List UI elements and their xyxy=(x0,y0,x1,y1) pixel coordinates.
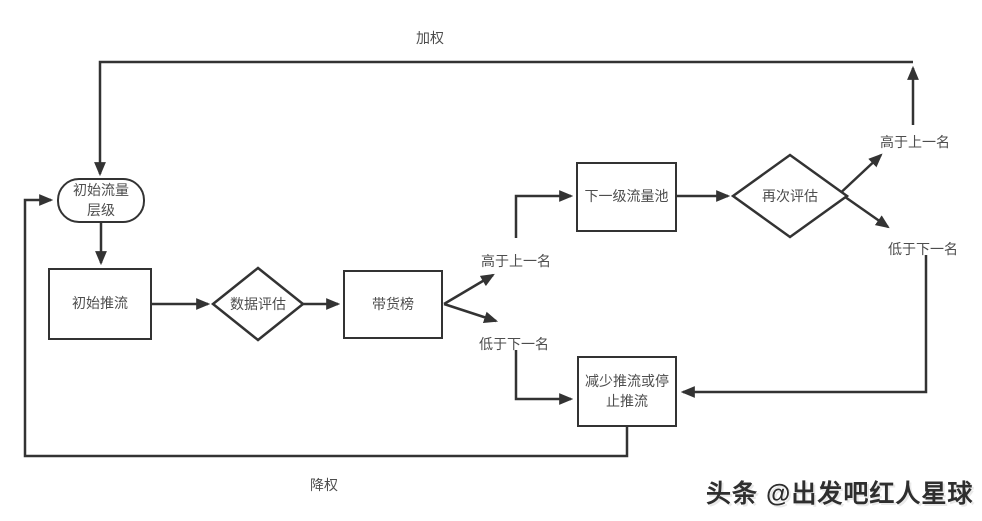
edge-label-rank-higher-left: 高于上一名 xyxy=(481,253,551,269)
edge-lowerleft-to-reduce xyxy=(514,350,574,405)
edge-salesrank-higher xyxy=(443,273,495,306)
node-next-level-pool-label: 下一级流量池 xyxy=(584,188,669,205)
edge-label-rank-lower-left: 低于下一名 xyxy=(479,336,549,352)
edge-label-weight-up: 加权 xyxy=(416,30,444,46)
node-re-eval-diamond-shape xyxy=(730,153,850,239)
node-reduce-or-stop-push: 减少推流或停 止推流 xyxy=(577,356,677,427)
node-initial-traffic-pool: 初始流量 层级 xyxy=(57,178,145,223)
node-sales-leaderboard: 带货榜 xyxy=(343,270,443,339)
node-reduce-or-stop-push-line1: 减少推流或停 xyxy=(585,372,669,389)
node-initial-push-label: 初始推流 xyxy=(72,295,128,312)
node-initial-push: 初始推流 xyxy=(48,268,152,340)
edge-label-rank-higher-right: 高于上一名 xyxy=(880,134,950,150)
edge-higher-to-nextpool xyxy=(514,190,574,238)
node-next-level-pool: 下一级流量池 xyxy=(576,162,677,232)
node-data-eval-diamond-shape xyxy=(210,266,306,342)
watermark: 头条 @出发吧红人星球 xyxy=(706,480,974,508)
edge-label-weight-down: 降权 xyxy=(310,477,338,493)
edge-salesrank-lower xyxy=(443,302,499,323)
edge-weightdown-loop xyxy=(23,194,629,458)
node-initial-traffic-pool-line2: 层级 xyxy=(87,201,115,218)
node-reduce-or-stop-push-line2: 止推流 xyxy=(606,392,648,409)
edge-weightup-top-into-start xyxy=(94,60,913,177)
node-sales-leaderboard-label: 带货榜 xyxy=(372,295,414,312)
edge-label-rank-lower-right: 低于下一名 xyxy=(888,241,958,257)
edge-lowerright-to-reduce xyxy=(680,255,928,398)
node-initial-traffic-pool-line1: 初始流量 xyxy=(73,181,129,198)
